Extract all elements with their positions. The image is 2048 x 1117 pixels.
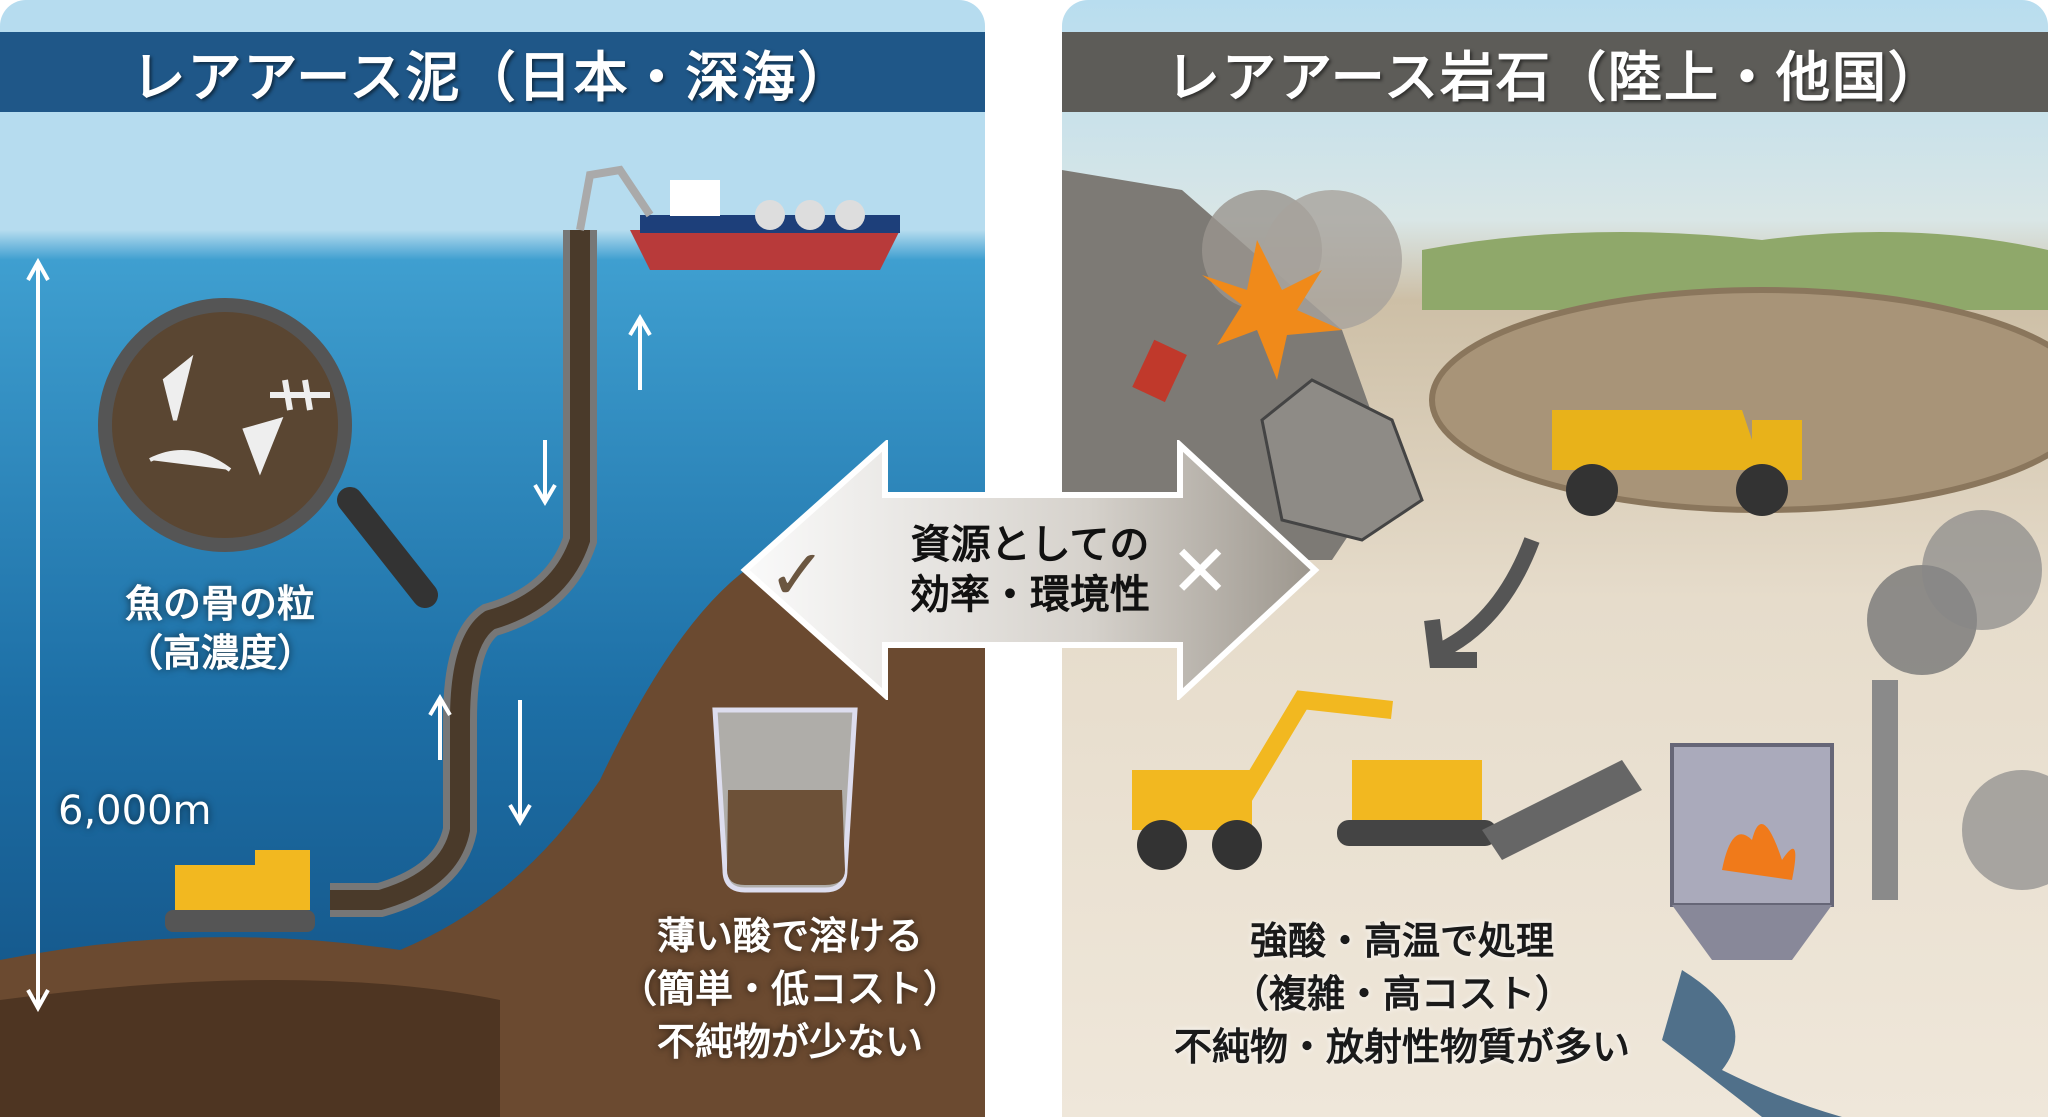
beaker-icon <box>712 707 858 893</box>
beaker-label: 薄い酸で溶ける （簡単・低コスト） 不純物が少ない <box>600 910 980 1070</box>
furnace-icon <box>1670 510 2048 960</box>
comparison-label-line1: 資源としての <box>910 522 1150 568</box>
beaker-label-line1: 薄い酸で溶ける <box>656 914 923 958</box>
comparison-double-arrow <box>740 440 1320 700</box>
seabed <box>0 500 985 1117</box>
fish-bone-label-line2: （高濃度） <box>124 631 315 676</box>
process-label-line2: （複雑・高コスト） <box>1230 972 1573 1017</box>
ship-icon <box>630 180 900 270</box>
depth-arrow-icon <box>26 257 50 1013</box>
polluted-stream <box>1662 970 1842 1117</box>
magnifier-icon <box>98 298 438 608</box>
comparison-label-line2: 効率・環境性 <box>910 572 1150 618</box>
flow-arrows <box>428 314 652 826</box>
dump-truck-icon <box>1552 410 1802 516</box>
cross-icon: ✕ <box>1170 529 1231 613</box>
comparison-label: 資源としての 効率・環境性 <box>880 520 1180 620</box>
process-label: 強酸・高温で処理 （複雑・高コスト） 不純物・放射性物質が多い <box>1152 915 1652 1075</box>
fish-bone-label-line1: 魚の骨の粒 <box>124 582 315 626</box>
right-panel-title: レアアース岩石（陸上・他国） <box>1062 32 2048 112</box>
conveyor-icon <box>1482 760 1642 860</box>
process-label-line3: 不純物・放射性物質が多い <box>1173 1025 1630 1070</box>
excavator-icon <box>1132 690 1497 870</box>
beaker-label-line3: 不純物が少ない <box>656 1020 923 1065</box>
explosion-icon <box>1202 240 1342 380</box>
open-pit-mining-illustration <box>1062 170 2048 1117</box>
beaker-label-line2: （簡単・低コスト） <box>618 967 961 1012</box>
fish-bone-label: 魚の骨の粒 （高濃度） <box>100 580 340 679</box>
dynamite-icon <box>1132 339 1187 403</box>
check-icon: ✓ <box>768 534 827 616</box>
seabed-crawler-icon <box>165 850 315 932</box>
process-label-line1: 強酸・高温で処理 <box>1249 919 1554 963</box>
left-panel-title: レアアース泥（日本・深海） <box>0 32 985 112</box>
deep-sea-illustration <box>0 165 985 1117</box>
depth-label: 6,000m <box>58 788 212 834</box>
